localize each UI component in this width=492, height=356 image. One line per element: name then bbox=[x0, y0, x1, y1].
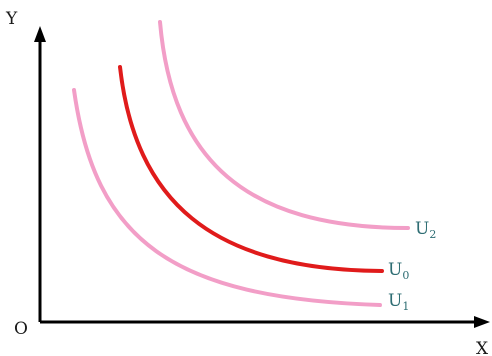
curve-u1 bbox=[72, 88, 382, 307]
x-axis-arrowhead bbox=[474, 316, 490, 328]
curve-u0-label: U0 bbox=[388, 260, 409, 282]
origin-label: O bbox=[14, 319, 28, 339]
curve-u2-label: U2 bbox=[415, 219, 436, 241]
curve-u0-label-main: U bbox=[388, 260, 402, 280]
curve-u1-label-main: U bbox=[388, 291, 402, 311]
axes bbox=[34, 26, 490, 328]
curve-u1-label: U1 bbox=[388, 291, 409, 313]
x-axis-label: X bbox=[476, 339, 489, 356]
curve-u2-label-sub: 2 bbox=[429, 228, 436, 241]
curve-u2 bbox=[158, 20, 410, 230]
curves bbox=[72, 20, 410, 307]
y-axis-label: Y bbox=[5, 9, 18, 29]
curve-u1-label-sub: 1 bbox=[402, 300, 409, 313]
curve-u0 bbox=[118, 65, 384, 273]
curve-u0-label-sub: 0 bbox=[402, 269, 409, 282]
curve-u2-label-main: U bbox=[415, 219, 429, 239]
y-axis-arrowhead bbox=[34, 26, 46, 42]
